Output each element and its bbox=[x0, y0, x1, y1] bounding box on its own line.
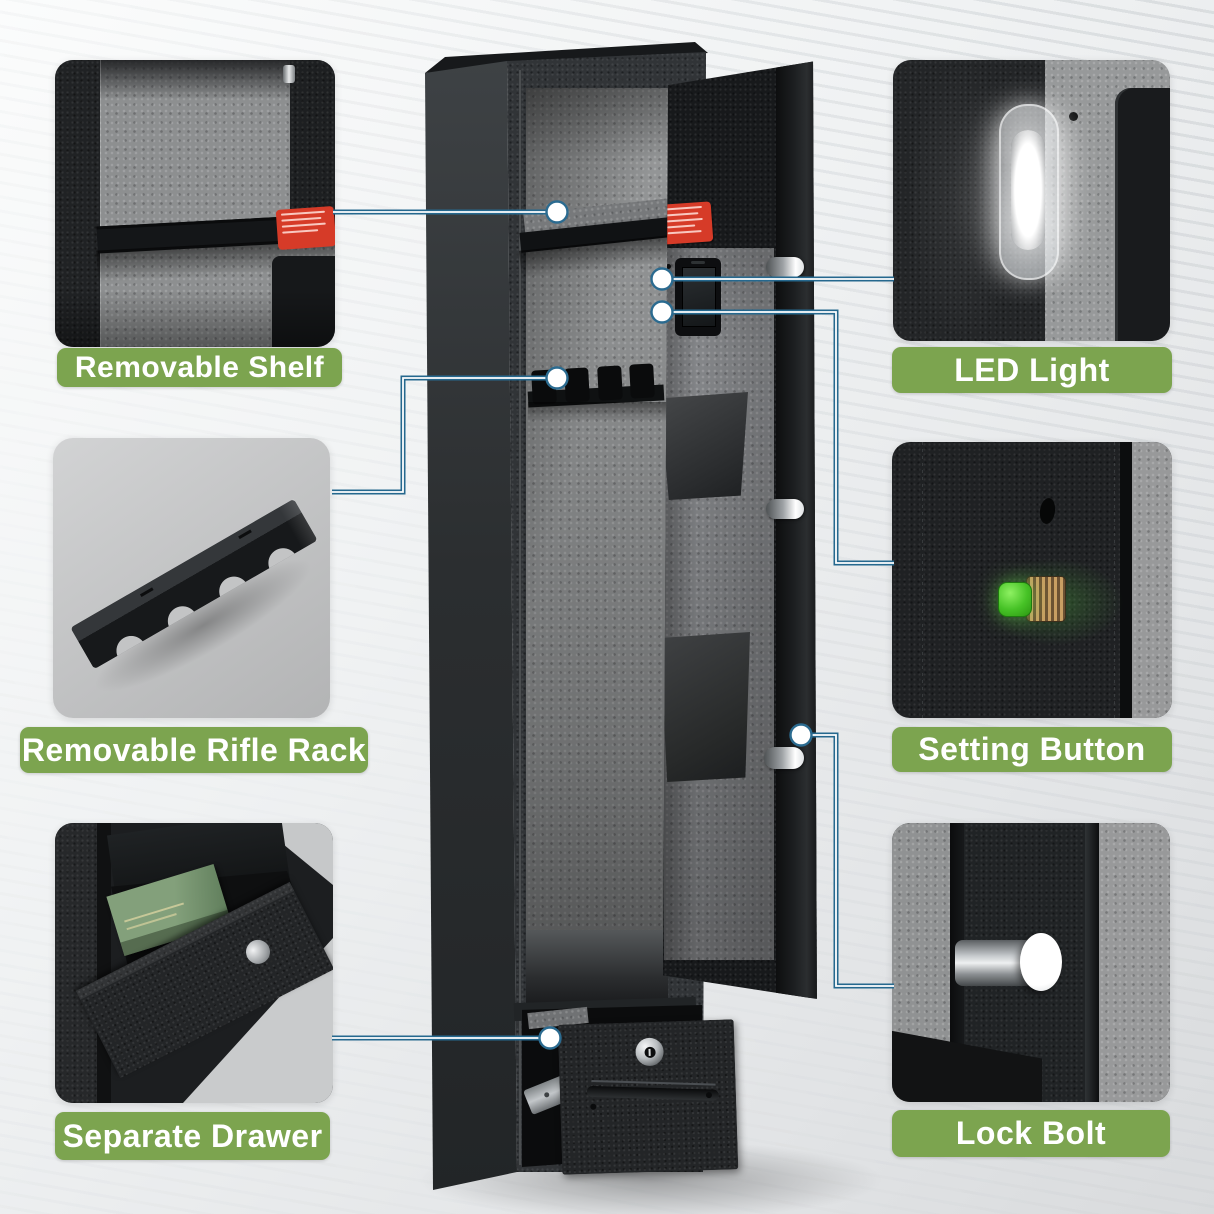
door-seam-stitch bbox=[922, 442, 923, 718]
door-edge-seam bbox=[1120, 442, 1132, 718]
feature-label-setting-button: Setting Button bbox=[892, 727, 1172, 772]
felt-hole bbox=[1069, 112, 1078, 121]
lock-bolt-cap bbox=[1020, 933, 1062, 991]
warning-label-text-line bbox=[667, 230, 702, 235]
feature-label-led-light: LED Light bbox=[892, 347, 1172, 393]
shelf-photo-bottom-shadow bbox=[55, 290, 335, 347]
door-keypad-housing bbox=[675, 258, 721, 336]
feature-label-rifle-rack: Removable Rifle Rack bbox=[20, 727, 368, 773]
separate-drawer-photo bbox=[55, 823, 333, 1103]
rifle-rack-photo bbox=[53, 438, 330, 718]
door-seam-stitch bbox=[1114, 442, 1115, 718]
keypad-slot bbox=[691, 261, 705, 264]
keyhole-slit bbox=[648, 1048, 651, 1056]
feature-label-lock-bolt: Lock Bolt bbox=[892, 1110, 1170, 1157]
feature-label-separate-drawer: Separate Drawer bbox=[55, 1112, 330, 1160]
felt-strip-right bbox=[1132, 442, 1172, 718]
rifle-rack-block bbox=[564, 367, 590, 403]
rifle-rack-block bbox=[531, 369, 557, 405]
safe-front-edge-highlight bbox=[519, 70, 521, 1165]
door-felt-shading bbox=[664, 248, 774, 960]
setting-button-collar bbox=[1026, 576, 1066, 622]
feature-label-removable-shelf: Removable Shelf bbox=[57, 348, 342, 387]
led-photo-keypad-panel bbox=[1115, 88, 1170, 341]
drawer-photo-frame-strip bbox=[55, 823, 97, 1103]
keyhole-slot-icon bbox=[644, 1046, 656, 1059]
warning-label-text-line bbox=[665, 205, 702, 211]
keypad-housing-back bbox=[272, 256, 335, 347]
rail-hole bbox=[543, 1091, 550, 1099]
door-screw-hole bbox=[666, 264, 671, 269]
door-pocket-lower bbox=[663, 632, 750, 782]
safe-door-open bbox=[663, 61, 817, 1000]
lock-bolt-photo bbox=[892, 823, 1170, 1102]
hinge-bolt-icon bbox=[283, 65, 295, 83]
door-lock-bolt bbox=[766, 257, 804, 277]
rifle-rack-shadow bbox=[528, 402, 668, 422]
drawer-keyhole bbox=[635, 1037, 665, 1067]
door-pocket-upper bbox=[663, 392, 748, 500]
drawer-handle-trim bbox=[591, 1079, 716, 1086]
interior-bottom-platform bbox=[526, 930, 668, 1010]
frame-edge-highlight bbox=[100, 60, 101, 347]
felt-strip-right bbox=[1099, 823, 1170, 1102]
setting-button-photo bbox=[892, 442, 1172, 718]
removable-shelf-photo bbox=[55, 60, 335, 347]
door-warning-label bbox=[663, 201, 714, 245]
led-light-photo bbox=[893, 60, 1170, 341]
warning-label-text-line bbox=[666, 212, 699, 217]
warning-label-text-line bbox=[667, 224, 696, 229]
shelf-photo-frame-strip bbox=[55, 60, 100, 347]
drawer-handle bbox=[586, 1085, 720, 1101]
setting-button bbox=[998, 582, 1032, 617]
handle-end-screw bbox=[590, 1103, 597, 1110]
door-lock-bolt bbox=[764, 747, 804, 769]
keypad-screen bbox=[682, 267, 716, 327]
rifle-rack-block bbox=[597, 365, 623, 401]
shelf-photo-right-frame bbox=[290, 60, 335, 210]
led-glow bbox=[1011, 130, 1045, 250]
warning-label-text-line bbox=[666, 217, 703, 223]
safe-side-panel bbox=[425, 61, 517, 1190]
drawer-front-panel bbox=[557, 1019, 739, 1175]
rifle-rack-block bbox=[629, 363, 655, 399]
door-edge-rim bbox=[1085, 823, 1099, 1102]
door-lock-bolt bbox=[766, 499, 804, 519]
door-edge-strip bbox=[776, 61, 817, 998]
